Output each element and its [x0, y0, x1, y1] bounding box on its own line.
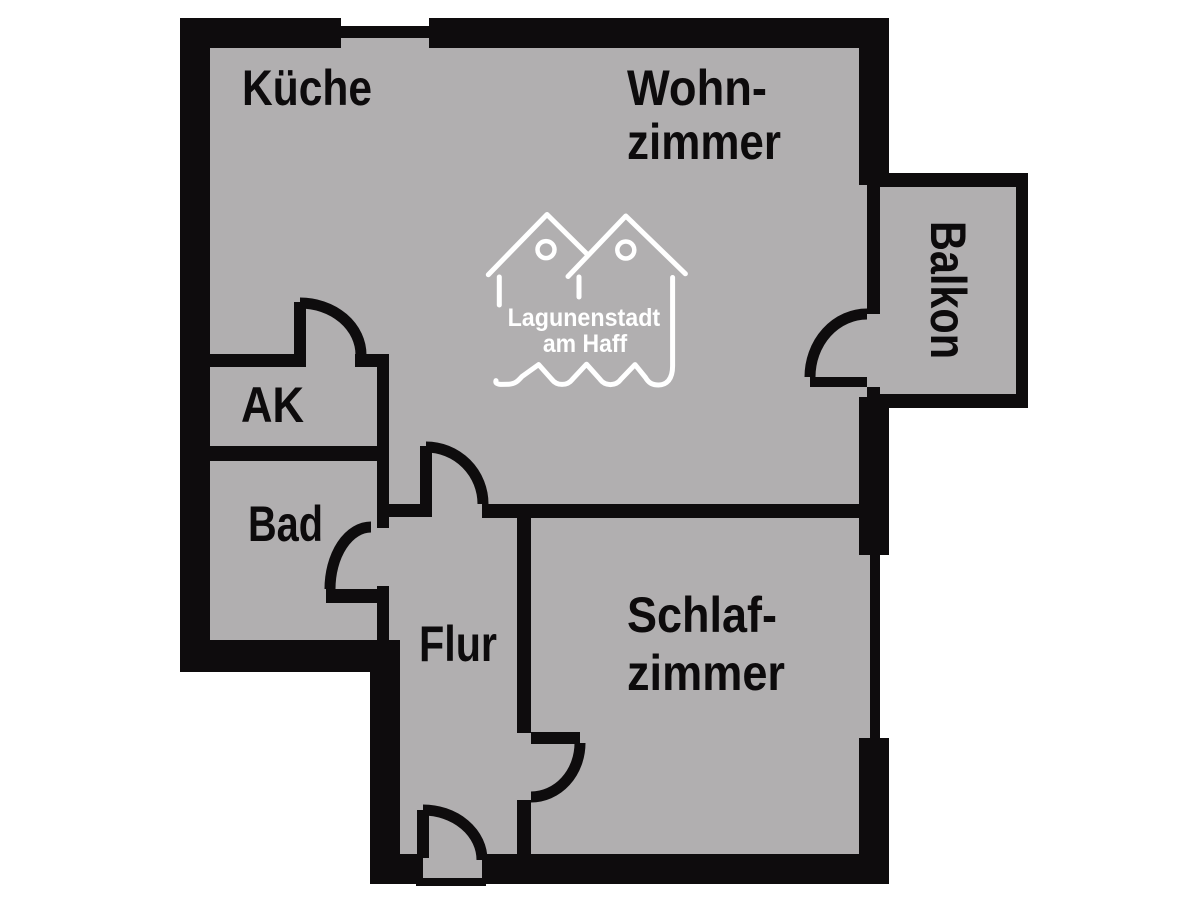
- svg-text:zimmer: zimmer: [627, 645, 785, 701]
- svg-text:Flur: Flur: [419, 616, 497, 672]
- svg-text:zimmer: zimmer: [627, 114, 781, 170]
- svg-text:Schlaf-: Schlaf-: [627, 587, 777, 643]
- svg-text:Küche: Küche: [242, 60, 372, 116]
- svg-text:Lagunenstadt: Lagunenstadt: [508, 304, 661, 332]
- svg-text:Balkon: Balkon: [920, 221, 976, 359]
- svg-text:am Haff: am Haff: [543, 330, 628, 358]
- svg-text:AK: AK: [241, 377, 304, 433]
- svg-text:Bad: Bad: [248, 496, 323, 552]
- svg-text:Wohn-: Wohn-: [627, 60, 767, 116]
